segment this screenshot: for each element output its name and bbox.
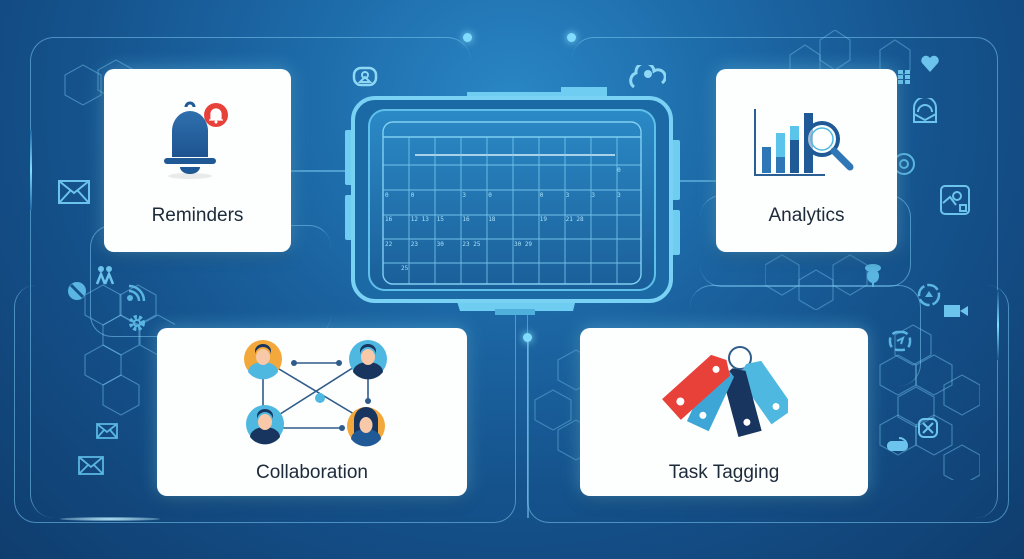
video-icon xyxy=(944,305,968,317)
grid-cell xyxy=(591,216,617,241)
grid-cell xyxy=(566,241,592,266)
inbox-icon xyxy=(913,98,937,123)
hex-pattern-left xyxy=(64,59,175,416)
left-upper-frame xyxy=(30,37,471,518)
avatar xyxy=(244,340,282,380)
grid-cell xyxy=(617,216,643,241)
grid-cell xyxy=(591,167,617,192)
grid-cell xyxy=(462,167,488,192)
collaboration-label: Collaboration xyxy=(256,462,368,483)
wifi-icon xyxy=(127,284,146,302)
people-icon xyxy=(95,266,115,285)
mail-icon xyxy=(78,456,104,475)
grid-cell xyxy=(566,167,592,192)
notification-bell-icon xyxy=(204,103,228,127)
avatar xyxy=(349,340,387,380)
hex-pattern-right xyxy=(879,324,980,480)
grid-cell: 0 xyxy=(488,191,492,199)
grid-cell: 0 xyxy=(385,191,389,199)
heart-pin-icon xyxy=(921,55,939,72)
calendar-grid-icon xyxy=(345,87,680,315)
grid-cell xyxy=(385,167,411,192)
target-icon xyxy=(896,153,915,175)
grid-cell: 0 xyxy=(539,191,544,199)
grid-cell: 30 29 xyxy=(513,240,533,248)
grid-cell: 15 xyxy=(436,216,444,223)
mail-icon xyxy=(58,180,90,204)
cloud-icon xyxy=(629,65,666,89)
chat-icon xyxy=(887,436,908,452)
grid-cell xyxy=(488,167,514,192)
reminders-label: Reminders xyxy=(151,205,244,226)
right-upper-frame xyxy=(572,37,998,518)
grid-cell: 16 xyxy=(385,216,393,223)
collab-frame xyxy=(14,285,516,523)
connector-line xyxy=(997,290,999,360)
connector-dot xyxy=(463,33,472,42)
grid-cell xyxy=(540,241,566,266)
grid-cell: 25 xyxy=(401,265,409,272)
refresh-icon xyxy=(917,283,941,307)
grid-cell: 23 xyxy=(410,240,419,248)
right-mid-frame xyxy=(690,285,921,386)
connector-line xyxy=(527,338,529,518)
grid-cell xyxy=(540,167,566,192)
connector-line xyxy=(672,180,716,182)
grid-cell: 3 xyxy=(617,191,621,199)
grid-cell: 16 xyxy=(462,216,470,223)
grid-cell: 12 13 xyxy=(410,216,429,223)
analytics-label: Analytics xyxy=(768,205,845,226)
user-badge-icon xyxy=(865,264,881,287)
sync-icon xyxy=(888,330,912,352)
bell-icon xyxy=(164,101,228,179)
grid-cell: 19 xyxy=(539,216,548,223)
analytics-card[interactable]: Analytics xyxy=(716,69,897,252)
connector-dot xyxy=(567,33,576,42)
grid-cell xyxy=(514,192,540,217)
grid-cell: 23 25 xyxy=(462,240,481,248)
grid-cell xyxy=(617,241,643,266)
gear-icon xyxy=(129,315,145,331)
grid-cell: 18 xyxy=(488,216,496,223)
grid-cell: 0 xyxy=(617,167,621,174)
connector-dot xyxy=(523,333,532,342)
avatar xyxy=(246,405,284,445)
avatar xyxy=(347,407,385,447)
blocked-icon xyxy=(68,282,86,300)
glow-flare xyxy=(60,517,160,521)
tags-icon xyxy=(662,346,788,437)
grid-cell xyxy=(437,167,463,192)
grid-cell xyxy=(591,241,617,266)
grid-cell: 30 xyxy=(436,240,444,248)
grid-cell xyxy=(411,167,437,192)
task-tagging-card[interactable]: Task Tagging xyxy=(580,328,868,496)
grid-cell: 0 xyxy=(410,191,415,199)
grid-cell: 3 xyxy=(565,191,570,199)
grid-cell: 22 xyxy=(385,240,393,248)
connector-line xyxy=(30,130,32,210)
connector-line xyxy=(290,170,350,172)
user-bubble-icon xyxy=(352,66,378,87)
close-box-icon xyxy=(918,418,938,438)
collaboration-card[interactable]: Collaboration xyxy=(157,328,467,496)
reminders-card[interactable]: Reminders xyxy=(104,69,291,252)
grid-cell xyxy=(437,192,463,217)
grid-cell: 3 xyxy=(462,191,467,199)
grid-cell: 3 xyxy=(591,191,595,199)
grid-cell: 21 28 xyxy=(565,216,584,223)
grid-cell xyxy=(514,216,540,241)
image-icon xyxy=(940,185,970,215)
grid-icon xyxy=(898,70,910,84)
grid-cell xyxy=(514,167,540,192)
mail-icon xyxy=(96,423,118,439)
hex-pattern-center xyxy=(534,349,590,461)
bar-chart-magnifier-icon xyxy=(754,109,854,176)
hex-pattern-under-analytics xyxy=(765,254,868,310)
team-network-icon xyxy=(244,340,387,447)
task-tagging-label: Task Tagging xyxy=(668,462,780,483)
grid-cell xyxy=(488,241,514,266)
